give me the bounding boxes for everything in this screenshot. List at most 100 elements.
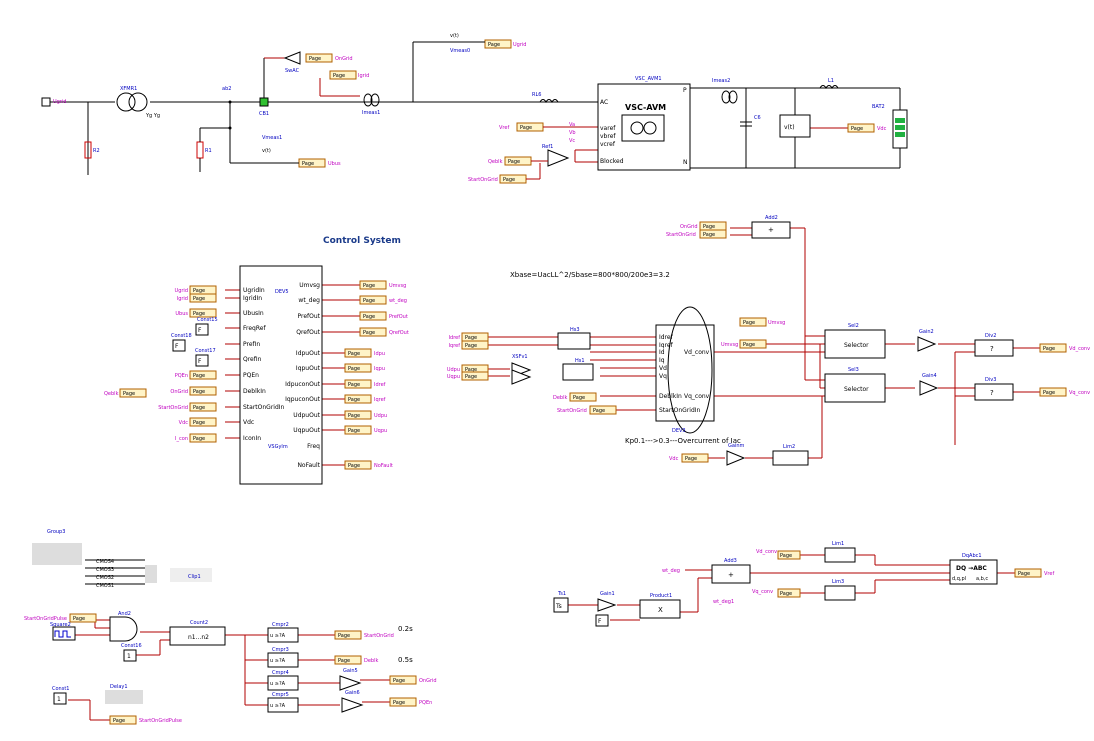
- lim2-block[interactable]: [772, 450, 809, 466]
- ref1-gain[interactable]: [547, 149, 570, 167]
- cmpr-block-1[interactable]: [267, 652, 299, 668]
- group3-block[interactable]: [32, 543, 82, 565]
- dev5-out-page-8[interactable]: [344, 410, 372, 420]
- dev5-in-page-2[interactable]: [189, 308, 217, 318]
- sel2-block[interactable]: [824, 329, 886, 359]
- const-f-block[interactable]: [595, 614, 609, 627]
- gainm-vdc-page[interactable]: [681, 453, 709, 463]
- vdc-meter[interactable]: [779, 114, 811, 138]
- add2-block[interactable]: [751, 221, 791, 239]
- add2-startongrid-page[interactable]: [699, 229, 727, 239]
- dev5-out-page-1[interactable]: [359, 295, 387, 305]
- div3-block[interactable]: [974, 383, 1014, 401]
- dev5-in-page-9[interactable]: [189, 417, 217, 427]
- lim1-block[interactable]: [824, 547, 856, 563]
- and2-gate[interactable]: [109, 616, 138, 642]
- deblk-page-box[interactable]: [569, 392, 597, 402]
- hs1-block[interactable]: [562, 363, 594, 381]
- gainm[interactable]: [726, 450, 746, 466]
- resistor-r1[interactable]: [196, 141, 204, 159]
- clip1-block[interactable]: [170, 568, 212, 582]
- cmpr-block-3[interactable]: [267, 697, 299, 713]
- dev5-in-page-7[interactable]: [189, 386, 217, 396]
- cmpr-out-page-2[interactable]: [389, 675, 417, 685]
- dev5-in-page-8[interactable]: [189, 402, 217, 412]
- dev3-startongrid-page-box[interactable]: [589, 405, 617, 415]
- page-tag: Page: [851, 126, 863, 132]
- dev5-out-6: IdpuconOut: [285, 381, 320, 388]
- breaker-cb1[interactable]: [259, 97, 269, 107]
- igrid-page-box[interactable]: [329, 70, 357, 80]
- transformer-winding-2[interactable]: [128, 92, 148, 112]
- ongrid-page-box[interactable]: [305, 53, 333, 63]
- dev3-page-3[interactable]: [461, 371, 489, 381]
- sw-gain[interactable]: [283, 51, 301, 65]
- sel-umvsg-page[interactable]: [739, 339, 767, 349]
- imeas2-sensor[interactable]: [721, 90, 731, 104]
- dev5-in-page-1[interactable]: [189, 293, 217, 303]
- dev5-out-page-5[interactable]: [344, 363, 372, 373]
- ugrid-page-box[interactable]: [484, 39, 512, 49]
- resistor-r2[interactable]: [84, 141, 92, 159]
- startongridpulse-page[interactable]: [109, 715, 137, 725]
- square2-block[interactable]: [52, 626, 76, 641]
- dev3-page-1[interactable]: [461, 340, 489, 350]
- dev5-out-page-9[interactable]: [344, 425, 372, 435]
- vsc-port-p: P: [683, 87, 687, 94]
- grid-source[interactable]: [41, 97, 51, 107]
- and2-label: And2: [118, 611, 131, 617]
- ts-block[interactable]: [553, 597, 569, 613]
- dev3-block[interactable]: [655, 324, 715, 422]
- dev5-out-page-2[interactable]: [359, 311, 387, 321]
- dev5-out-page-0[interactable]: [359, 280, 387, 290]
- const15-block[interactable]: [195, 323, 209, 336]
- const1-block[interactable]: [53, 692, 67, 705]
- gain6[interactable]: [341, 697, 364, 713]
- dev5-out-page-11[interactable]: [344, 460, 372, 470]
- delay1-block[interactable]: [105, 690, 143, 704]
- dev5-out-page-6[interactable]: [344, 379, 372, 389]
- hs3-label: Hs3: [570, 327, 580, 333]
- count2-block[interactable]: [169, 626, 226, 646]
- vref-out-page[interactable]: [1014, 568, 1042, 578]
- vq-conv-page[interactable]: [1039, 387, 1067, 397]
- dev5-out-page-7[interactable]: [344, 394, 372, 404]
- vd-conv-page[interactable]: [1039, 343, 1067, 353]
- cmpr-out-page-0[interactable]: [334, 630, 362, 640]
- add2-in-startongrid: StartOnGrid: [666, 232, 696, 238]
- product1-block[interactable]: [639, 599, 681, 619]
- vdc-page-box[interactable]: [847, 123, 875, 133]
- const16-block[interactable]: [123, 649, 137, 662]
- umvsg-page-box[interactable]: [739, 317, 767, 327]
- const16-label: Const16: [121, 643, 142, 649]
- const18-block[interactable]: [172, 339, 186, 352]
- vd-conv-in-page[interactable]: [777, 550, 801, 560]
- gain5[interactable]: [339, 675, 362, 691]
- imeas1-sensor[interactable]: [363, 93, 373, 107]
- div2-block[interactable]: [974, 339, 1014, 357]
- gain2[interactable]: [917, 336, 937, 352]
- gain4[interactable]: [919, 380, 939, 396]
- cmpr-out-page-3[interactable]: [389, 697, 417, 707]
- cmpr-block-0[interactable]: [267, 627, 299, 643]
- sel3-block[interactable]: [824, 373, 886, 403]
- hs3-block[interactable]: [557, 332, 591, 350]
- cmpr-block-2[interactable]: [267, 675, 299, 691]
- qeblk-page-box[interactable]: [119, 388, 147, 398]
- dev5-in-page-6[interactable]: [189, 370, 217, 380]
- vq-conv-in-page[interactable]: [777, 588, 801, 598]
- lim3-block[interactable]: [824, 585, 856, 601]
- dev5-out-page-3[interactable]: [359, 327, 387, 337]
- dev5-out-page-4[interactable]: [344, 348, 372, 358]
- cmpr-out-page-1[interactable]: [334, 655, 362, 665]
- vq-conv-in: Vq_conv: [752, 589, 773, 595]
- l1-inductor[interactable]: [819, 85, 839, 89]
- const17-block[interactable]: [195, 354, 209, 367]
- dev5-block[interactable]: [239, 265, 323, 485]
- dev5-in-page-10[interactable]: [189, 433, 217, 443]
- dqabc1-block[interactable]: [949, 559, 998, 585]
- rl6-inductor[interactable]: [539, 99, 559, 103]
- add3-block[interactable]: [711, 564, 751, 584]
- pulse-page[interactable]: [69, 613, 97, 623]
- gain1[interactable]: [597, 598, 617, 612]
